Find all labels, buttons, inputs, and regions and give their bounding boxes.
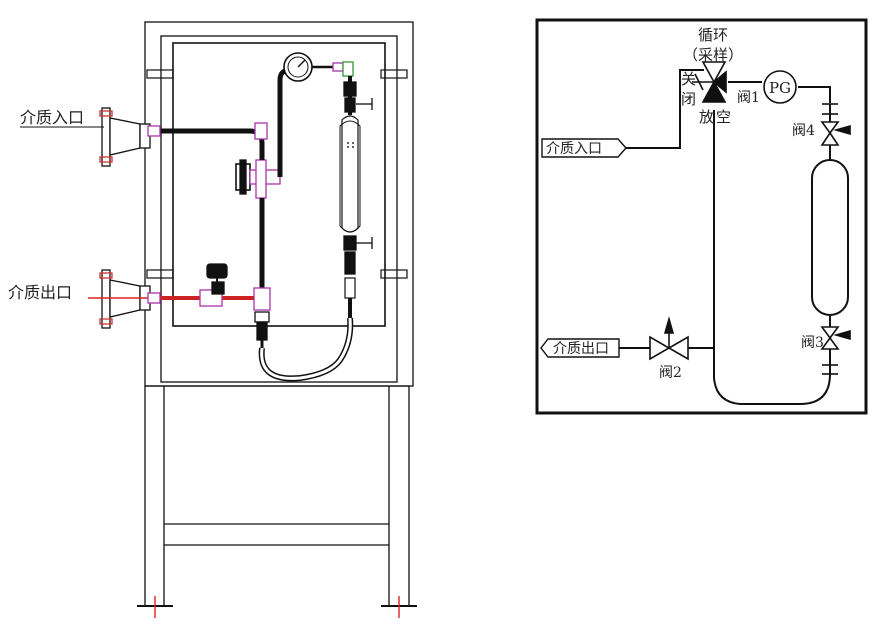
svg-text:介质出口: 介质出口 <box>553 341 609 357</box>
valve3-label: 阀3 <box>801 335 824 351</box>
drain-line <box>253 198 271 348</box>
stand-legs <box>144 385 410 605</box>
stand-feet <box>137 596 417 618</box>
close-label-2: 闭 <box>681 90 696 108</box>
mounting-plate <box>172 42 386 327</box>
gauge-label: PG <box>769 79 791 97</box>
inlet-pipe <box>147 122 268 160</box>
vent-label-1: 放 <box>699 108 714 126</box>
three-way-valve-1 <box>692 61 727 103</box>
svg-text:介质入口: 介质入口 <box>546 141 602 157</box>
outlet-pipe <box>147 263 254 307</box>
cabinet-inner-frame <box>160 35 398 383</box>
valve1-label: 阀1 <box>737 90 760 106</box>
valve-2 <box>649 316 689 361</box>
outlet-label: 介质出口 <box>8 283 72 302</box>
gauge-line <box>277 52 354 177</box>
flexible-hose <box>258 317 354 382</box>
vent-label-2: 空 <box>716 108 731 126</box>
three-way-valve-assembly <box>235 143 281 199</box>
cabinet-assembly <box>88 21 417 618</box>
outlet-tag: 介质出口 <box>540 338 620 358</box>
schematic-frame <box>535 18 868 415</box>
mounting-lugs <box>146 69 408 279</box>
sample-cylinder-column <box>339 76 373 318</box>
recirc-label-1: 循环 <box>698 26 728 44</box>
inlet-tag: 介质入口 <box>541 138 627 158</box>
close-label-1: 关 <box>681 70 696 88</box>
outlet-flange <box>88 269 151 329</box>
valve-3 <box>820 326 851 375</box>
inlet-flange <box>99 107 151 167</box>
sample-vessel <box>811 159 849 316</box>
valve2-label: 阀2 <box>659 365 682 381</box>
schematic-pipes <box>619 69 831 405</box>
inlet-label: 介质入口 <box>20 108 84 127</box>
valve4-label: 阀4 <box>792 123 815 139</box>
pressure-gauge: PG <box>763 70 797 104</box>
recirc-label-2: （采样） <box>683 46 743 64</box>
valve-4 <box>820 103 851 146</box>
